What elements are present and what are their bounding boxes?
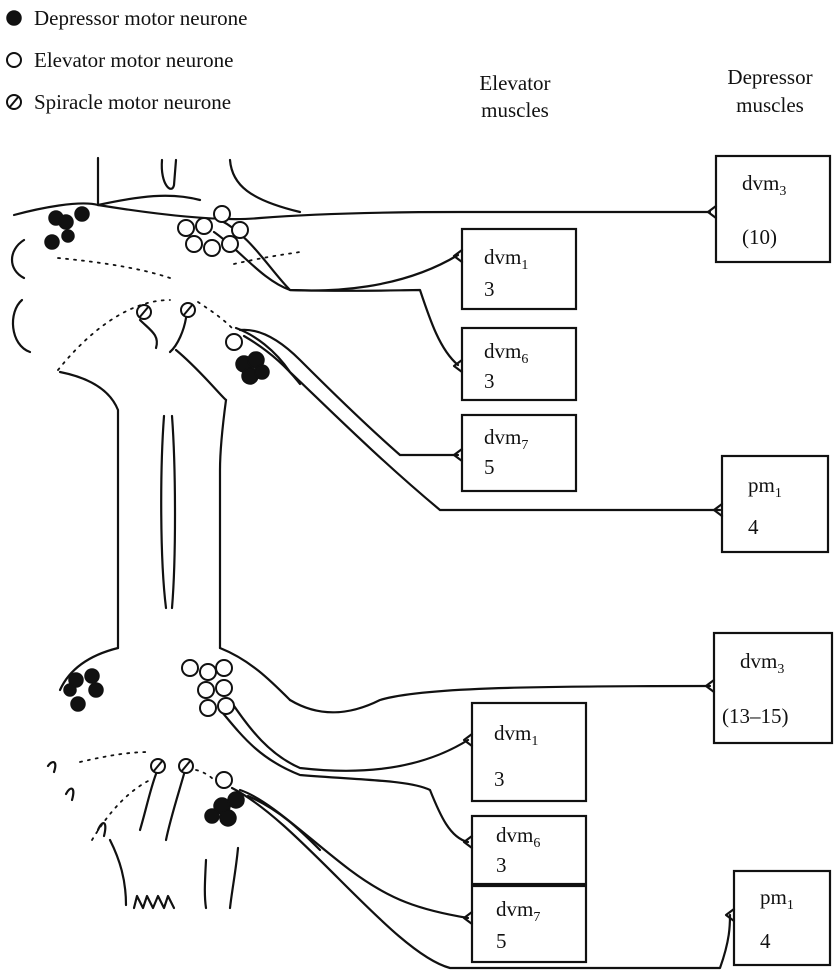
motor-neurone-count: 3 [484, 277, 495, 301]
depressor-neurone [255, 365, 269, 379]
bottom-spiracle-neurones [151, 759, 193, 773]
muscle-subscript: 3 [777, 662, 784, 677]
depressor-neurone [59, 215, 73, 229]
elevator-neurone [216, 680, 232, 696]
depressor-neurone [62, 230, 74, 242]
muscle-box-top-dvm6: dvm6 3 [454, 328, 576, 400]
motor-neurone-count: 5 [496, 929, 507, 953]
spiracle-neurone [137, 305, 151, 319]
muscle-box-top-dvm3: dvm3 (10) [708, 156, 830, 262]
elevator-neurone [200, 700, 216, 716]
elevator-neurone [222, 236, 238, 252]
muscle-name: dvm [740, 649, 777, 673]
muscle-subscript: 7 [533, 910, 540, 925]
muscle-name: dvm [484, 245, 521, 269]
bottom-nerves [140, 686, 730, 968]
top-depressor-cluster-lower [236, 352, 269, 384]
depressor-neurone [205, 809, 219, 823]
motor-neurone-count: (13–15) [722, 704, 789, 728]
elevator-neurone [218, 698, 234, 714]
muscle-box-bottom-dvm7: dvm7 5 [464, 886, 586, 962]
muscle-box-bottom-pm1: pm1 4 [726, 871, 830, 965]
muscle-subscript: 1 [775, 486, 782, 501]
elevator-neurone [178, 220, 194, 236]
motor-neurone-count: 5 [484, 455, 495, 479]
spiracle-neurone [151, 759, 165, 773]
depressor-neurone [45, 235, 59, 249]
elevator-neurone [182, 660, 198, 676]
muscle-subscript: 1 [521, 258, 528, 273]
motor-neurone-count: 3 [494, 767, 505, 791]
motor-neurone-count: 3 [484, 369, 495, 393]
depressor-neurone [64, 684, 76, 696]
elevator-legend-icon [7, 53, 21, 67]
depressor-neurone [71, 697, 85, 711]
column-headers: Elevator muscles Depressor muscles [479, 65, 812, 122]
muscle-name: pm [748, 473, 775, 497]
muscle-box-top-dvm7: dvm7 5 [454, 415, 576, 491]
muscle-name: dvm [496, 897, 533, 921]
elevator-neurone [196, 218, 212, 234]
motor-neurone-count: (10) [742, 225, 777, 249]
motor-neurone-count: 3 [496, 853, 507, 877]
legend-depressor-label: Depressor motor neurone [34, 6, 247, 30]
top-spiracle-neurones [137, 303, 195, 319]
muscle-box-bottom-dvm6: dvm6 3 [464, 816, 586, 884]
muscle-subscript: 6 [533, 836, 540, 851]
elevator-neurone [198, 682, 214, 698]
muscle-box-bottom-dvm3: dvm3 (13–15) [706, 633, 832, 743]
elevator-neurone [214, 206, 230, 222]
depressor-neurone [85, 669, 99, 683]
muscle-name: dvm [494, 721, 531, 745]
muscle-name: dvm [742, 171, 779, 195]
depressor-legend-icon [7, 11, 21, 25]
elevator-header-line1: Elevator [479, 71, 550, 95]
muscle-subscript: 1 [787, 898, 794, 913]
elevator-neurone [186, 236, 202, 252]
depressor-neurone [75, 207, 89, 221]
legend-spiracle-label: Spiracle motor neurone [34, 90, 231, 114]
muscle-name: dvm [496, 823, 533, 847]
elevator-header-line2: muscles [481, 98, 549, 122]
muscle-name: pm [760, 885, 787, 909]
elevator-neurone [216, 772, 232, 788]
legend: Depressor motor neurone Elevator motor n… [7, 6, 247, 114]
elevator-neurone [204, 240, 220, 256]
depressor-header-line1: Depressor [727, 65, 812, 89]
top-depressor-neurones [45, 207, 89, 249]
muscle-name: dvm [484, 339, 521, 363]
motor-neurone-count: 4 [748, 515, 759, 539]
muscle-box-bottom-dvm1: dvm1 3 [464, 703, 586, 801]
muscle-name: dvm [484, 425, 521, 449]
depressor-header-line2: muscles [736, 93, 804, 117]
legend-elevator-label: Elevator motor neurone [34, 48, 233, 72]
spiracle-neurone [181, 303, 195, 317]
depressor-neurone [89, 683, 103, 697]
muscle-subscript: 1 [531, 734, 538, 749]
elevator-neurone [216, 660, 232, 676]
elevator-neurone [200, 664, 216, 680]
muscle-subscript: 7 [521, 438, 528, 453]
elevator-neurone [226, 334, 242, 350]
bottom-depressor-cluster-lower [205, 792, 244, 826]
spiracle-legend-icon [7, 95, 21, 109]
ganglion-outline [12, 158, 300, 908]
depressor-neurone [220, 810, 236, 826]
muscle-subscript: 3 [779, 184, 786, 199]
spiracle-neurone [179, 759, 193, 773]
muscle-subscript: 6 [521, 352, 528, 367]
muscle-box-top-dvm1: dvm1 3 [454, 229, 576, 309]
motor-neurone-count: 4 [760, 929, 771, 953]
elevator-neurone [232, 222, 248, 238]
depressor-neurone [228, 792, 244, 808]
muscle-box-top-pm1: pm1 4 [714, 456, 828, 552]
bottom-depressor-neurones [64, 669, 103, 711]
